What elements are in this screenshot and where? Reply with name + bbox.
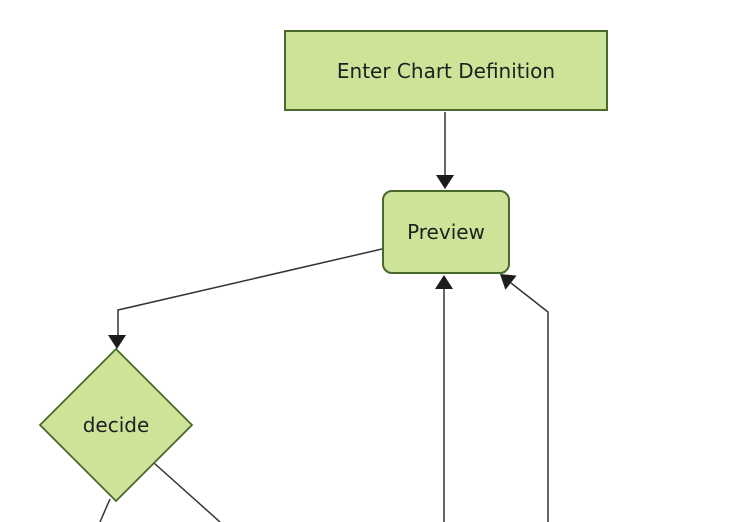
node-enter-chart-definition: Enter Chart Definition: [284, 30, 608, 111]
edge-decide-to-offscreen-left: [99, 498, 111, 522]
node-enter-chart-definition-label: Enter Chart Definition: [336, 58, 556, 83]
node-decide: decide: [36, 412, 196, 438]
edge-offscreen-to-preview-corner: [510, 282, 549, 522]
node-preview: Preview: [382, 190, 510, 274]
node-decide-shape: [38, 347, 194, 503]
arrowhead-into-decide-top: [108, 335, 126, 349]
arrowhead-into-preview-top: [436, 175, 454, 189]
node-decide-label: decide: [82, 413, 150, 437]
edge-preview-to-decide: [117, 248, 383, 337]
edge-decide-to-offscreen-right: [153, 462, 221, 522]
arrowhead-into-preview-corner: [500, 274, 517, 290]
node-preview-label: Preview: [407, 220, 485, 244]
arrowhead-into-preview-bottom: [435, 275, 453, 289]
